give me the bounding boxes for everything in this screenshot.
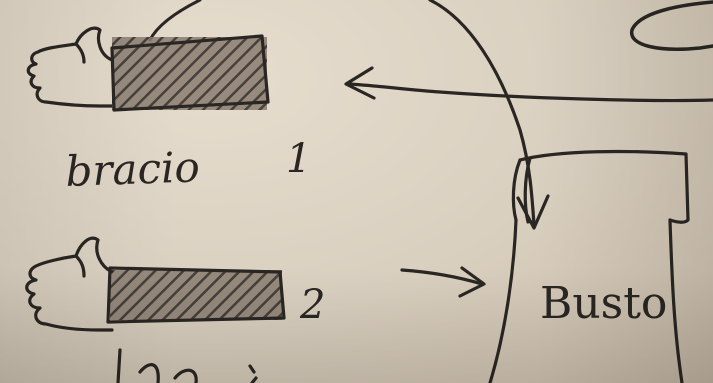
curve-into-torso (430, 0, 548, 228)
hatched-bar-1 (112, 37, 267, 110)
hand-2-icon (27, 238, 112, 330)
arrow-to-torso (402, 268, 484, 296)
hand-1-icon (28, 28, 112, 106)
arm-1-number: 1 (286, 136, 311, 182)
torso-label: Busto (540, 278, 667, 329)
hatched-bar-2 (110, 270, 282, 320)
top-curve-line (150, 0, 200, 40)
arm-2-caption-partial (118, 350, 256, 383)
torso-outline (490, 152, 688, 383)
arm-1-caption: bracio (65, 142, 201, 196)
arm-2-number: 2 (299, 282, 325, 328)
arrow-to-arm-1 (346, 68, 713, 101)
top-right-oval (632, 2, 713, 49)
